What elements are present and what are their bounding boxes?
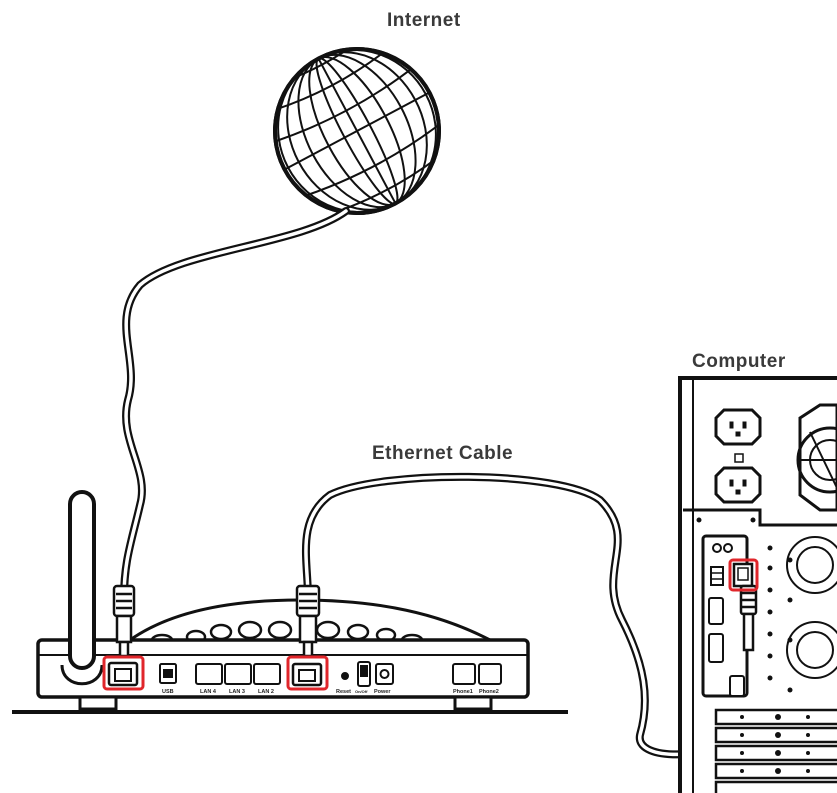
internet-label: Internet	[387, 10, 461, 31]
computer-ethernet-port-highlight	[728, 558, 759, 592]
router-ports	[107, 661, 502, 687]
router-port-labels: USB LAN 4 LAN 3 LAN 2 Reset On/Off Power…	[162, 689, 499, 695]
lan2-port-label: LAN 2	[258, 689, 274, 695]
wan-port-highlight	[102, 655, 145, 691]
wan-connector-icon	[112, 584, 136, 658]
phone2-label: Phone2	[479, 689, 499, 695]
lan-connector-icon	[295, 584, 321, 658]
globe-icon	[273, 47, 441, 215]
computer-label: Computer	[692, 351, 786, 372]
lan4-port-label: LAN 4	[200, 689, 217, 695]
internet-cable	[120, 207, 350, 602]
reset-label: Reset	[336, 689, 351, 695]
computer-connector-icon	[739, 584, 758, 652]
power-label: Power	[374, 689, 391, 695]
lan1-port-highlight	[286, 655, 329, 691]
router	[12, 490, 568, 714]
phone1-label: Phone1	[453, 689, 473, 695]
ethernet-cable-label: Ethernet Cable	[372, 443, 514, 464]
lan3-port-label: LAN 3	[229, 689, 245, 695]
onoff-label: On/Off	[355, 689, 368, 694]
usb-port-label: USB	[162, 689, 174, 695]
